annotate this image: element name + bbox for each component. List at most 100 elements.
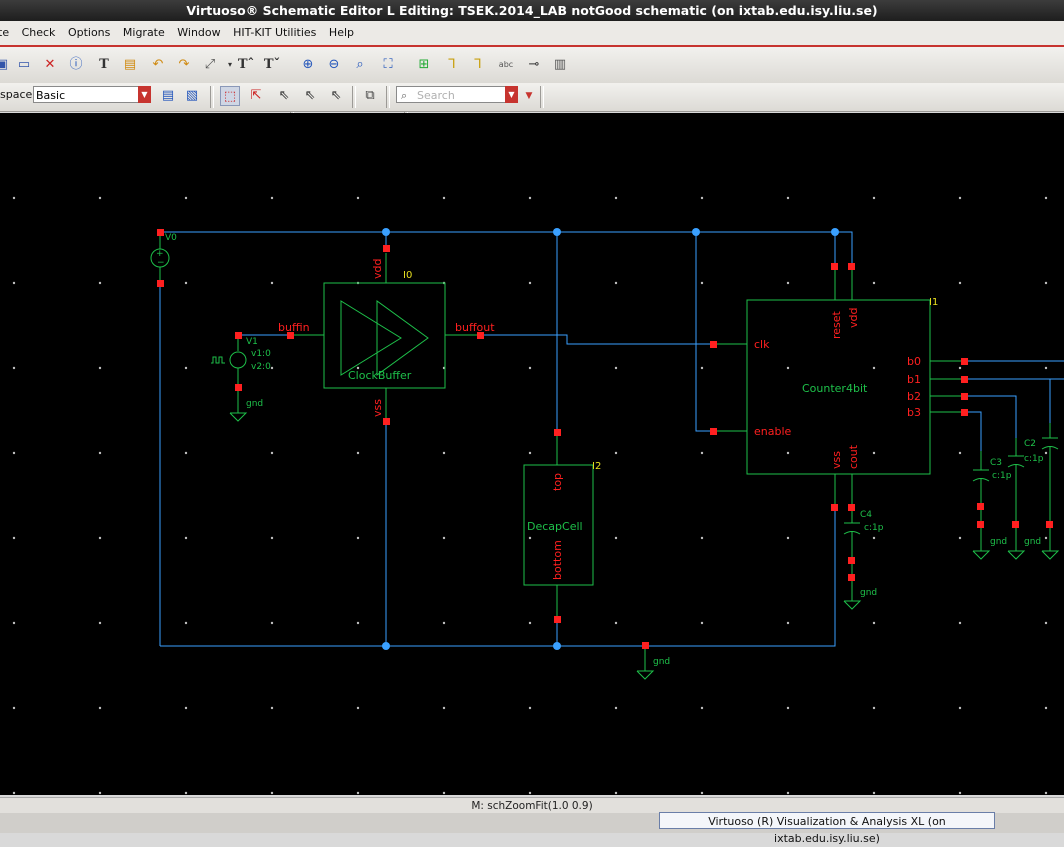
v0-plus: + [156,249,164,259]
source-v1[interactable]: V1 v1:0 v2:0 gnd [211,334,294,422]
wire-narrow-icon[interactable]: ⅂ [448,57,456,72]
c2-gnd-label: gnd [1024,537,1041,547]
menu-bar: te Check Options Migrate Window HIT-KIT … [0,21,1064,47]
grid-dot [12,281,16,285]
grid-dots [12,196,1048,795]
grid-dot [614,536,618,540]
grid-dot [98,196,102,200]
menu-create[interactable]: te [0,26,10,39]
grid-dot [872,196,876,200]
gnd-symbol-main[interactable]: gnd [636,646,670,680]
menu-hitkit-utilities[interactable]: HIT-KIT Utilities [233,26,317,39]
menu-options[interactable]: Options [67,26,111,39]
search-options-icon[interactable]: ▼ [525,91,533,101]
select-pointer-icon[interactable]: ⇖ [278,88,290,103]
c2-name: C2 [1024,439,1036,449]
save-icon[interactable]: ▣ [0,57,9,72]
grid-dot [614,706,618,710]
grid-dot [872,281,876,285]
stretch-tool-icon[interactable]: ⤢ [204,57,216,72]
instance-decapcell[interactable]: DecapCell I2 top bottom [523,433,601,619]
text-tool-icon[interactable]: T [99,57,109,72]
schematic-canvas[interactable]: ClockBuffer I0 buffin buffout vdd vss Co… [0,113,1064,795]
instance-clockbuffer[interactable]: ClockBuffer I0 buffin buffout vdd vss [278,253,495,418]
wire-wide-icon[interactable]: ⅂ [474,57,482,72]
workspace-select[interactable]: Basic ▼ [33,86,151,103]
font-decrease-icon[interactable]: Tˇ [263,57,281,72]
delete-icon[interactable]: ✕ [44,57,56,72]
stretch-dropdown-icon[interactable]: ▾ [227,60,232,69]
grid-dot [786,281,790,285]
grid-dot [356,366,360,370]
info-icon[interactable]: ⓘ [69,57,83,72]
junctions [382,228,839,650]
zoom-fit-icon[interactable]: ⛶ [383,57,393,72]
c3-name: C3 [990,458,1002,468]
grid-dot [184,621,188,625]
toolbar-separator [386,86,390,108]
junction [692,228,700,236]
menu-check[interactable]: Check [21,26,56,39]
wire-vdd-rail [160,231,853,263]
zoom-out-icon[interactable]: ⊖ [328,57,340,72]
search-dropdown-icon[interactable]: ▼ [505,86,518,103]
capacitor-c2[interactable]: C2 c:1p gnd [1007,438,1044,560]
search-input[interactable]: ⌕Search▼ [396,86,518,103]
navigator-icon[interactable]: ⧉ [365,88,375,103]
wires[interactable] [159,231,1064,647]
pin-tool-icon[interactable]: ⊸ [528,57,540,72]
capacitor-c3[interactable]: C3 c:1p gnd [972,451,1012,560]
search-placeholder: Search [417,89,455,102]
v0-minus: − [157,258,165,268]
chevron-down-icon[interactable]: ▼ [138,86,151,103]
grid-dot [356,706,360,710]
v1-param1: v1:0 [251,349,271,359]
font-increase-icon[interactable]: Tˆ [237,57,255,72]
grid-dot [528,536,532,540]
zoom-area-icon[interactable]: ⌕ [356,57,364,72]
grid-dot [614,281,618,285]
select-mode-icon[interactable]: ⬚ [220,86,240,106]
counter-pin-reset: reset [830,310,843,339]
select-instances-icon[interactable]: ⇱ [250,88,262,103]
grid-dot [12,791,16,795]
instance-counter4bit[interactable]: Counter4bit I1 clk enable reset vdd vss … [715,263,964,508]
schematic-drawing[interactable]: ClockBuffer I0 buffin buffout vdd vss Co… [0,113,1064,795]
grid-dot [700,536,704,540]
wire-clk [480,334,747,345]
c3-gnd-label: gnd [990,537,1007,547]
grid-dot [1044,196,1048,200]
menu-migrate[interactable]: Migrate [122,26,165,39]
grid-dot [12,366,16,370]
grid-dot [872,706,876,710]
label-tool-icon[interactable]: abc [498,60,514,69]
grid-dot [356,196,360,200]
toolbar-separator [210,86,214,108]
clockbuffer-pin-in: buffin [278,321,310,334]
select-text-icon[interactable]: ⇖ [330,88,342,103]
undo-icon[interactable]: ↶ [152,57,164,72]
redo-icon[interactable]: ↷ [178,57,190,72]
properties-icon[interactable]: ▤ [123,57,137,72]
toolbar-separator [352,86,356,108]
menu-help[interactable]: Help [328,26,354,39]
v1-param2: v2:0 [251,362,271,372]
menu-window[interactable]: Window [177,26,221,39]
add-instance-icon[interactable]: ⊞ [418,57,430,72]
capacitor-c4[interactable]: C4 c:1p gnd [843,508,884,610]
workspace-save-icon[interactable]: ▤ [161,88,175,103]
window-icon[interactable]: ▭ [17,57,31,72]
pin-markers [157,229,1053,649]
v1-gnd-label: gnd [246,399,263,409]
workspace-label: space: [0,88,36,101]
zoom-in-icon[interactable]: ⊕ [302,57,314,72]
source-v0[interactable]: + − V0 [150,232,177,284]
decap-pin-bottom: bottom [551,540,564,580]
check-save-icon[interactable]: ▥ [553,57,567,72]
grid-dot [442,706,446,710]
select-nets-icon[interactable]: ⇖ [304,88,316,103]
decap-inst: I2 [592,461,601,472]
workspace-value: Basic [36,89,66,102]
workspace-delete-icon[interactable]: ▧ [185,88,199,103]
capacitor-c1-partial[interactable] [1041,423,1060,560]
